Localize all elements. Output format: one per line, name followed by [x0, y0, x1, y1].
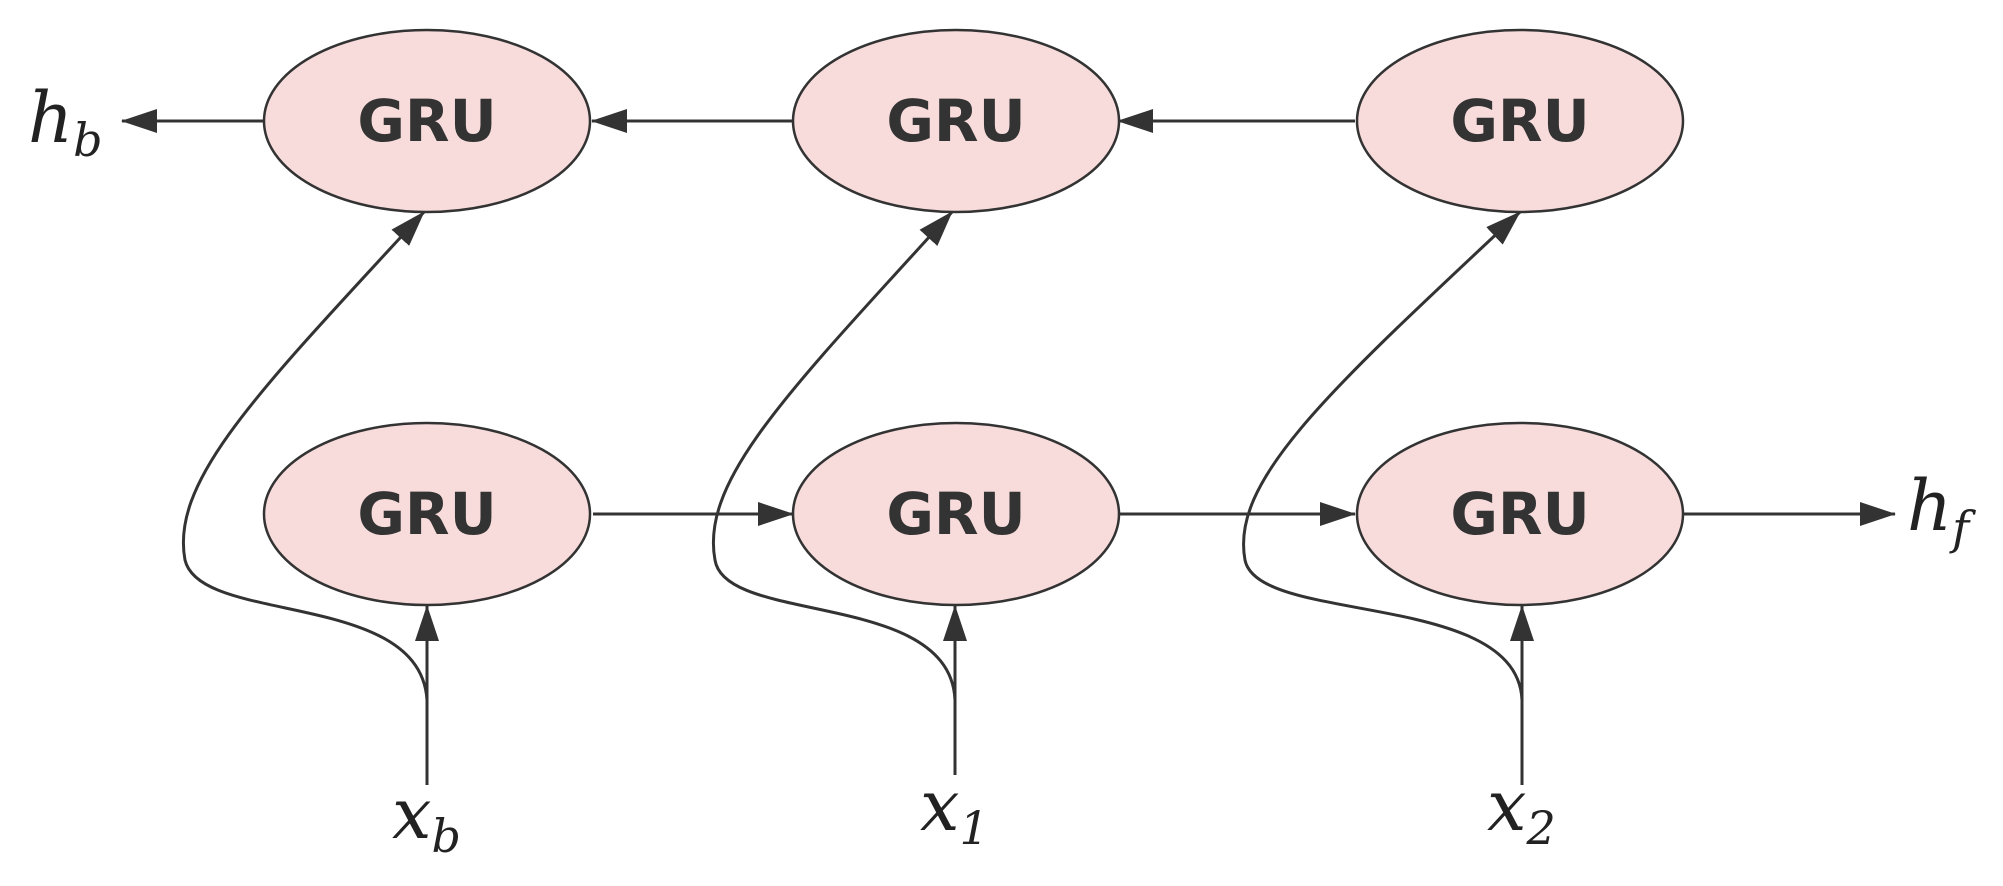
output-label-forward-sub: f — [1949, 501, 1976, 555]
output-label-backward-sub: b — [73, 113, 102, 167]
forward-gru-node-1: GRU — [262, 421, 592, 607]
backward-gru-node-3: GRU — [1355, 28, 1685, 214]
forward-gru-node-3: GRU — [1355, 421, 1685, 607]
node-label: GRU — [1450, 87, 1589, 155]
input-label-3-main: x — [1487, 765, 1526, 847]
forward-gru-node-2: GRU — [791, 421, 1121, 607]
backward-gru-node-2: GRU — [791, 28, 1121, 214]
input-edge-3-backward — [1242, 210, 1524, 701]
input-label-2: x1 — [920, 765, 989, 855]
output-label-forward: hf — [1907, 465, 1976, 555]
input-edge-1-backward — [181, 210, 429, 701]
output-label-backward-main: h — [28, 77, 73, 159]
node-label: GRU — [886, 87, 1025, 155]
input-label-3-sub: 2 — [1525, 801, 1555, 855]
input-label-2-main: x — [920, 765, 959, 847]
input-edge-2-backward — [711, 210, 957, 701]
node-label: GRU — [357, 480, 496, 548]
node-label: GRU — [1450, 480, 1589, 548]
input-label-1: xb — [392, 773, 461, 863]
input-label-1-sub: b — [431, 809, 460, 863]
input-label-1-main: x — [392, 773, 431, 855]
output-label-backward: hb — [28, 77, 103, 167]
node-label: GRU — [886, 480, 1025, 548]
output-label-forward-main: h — [1907, 465, 1952, 547]
input-label-3: x2 — [1487, 765, 1556, 855]
node-label: GRU — [357, 87, 496, 155]
input-label-2-sub: 1 — [959, 801, 988, 855]
backward-gru-node-1: GRU — [262, 28, 592, 214]
